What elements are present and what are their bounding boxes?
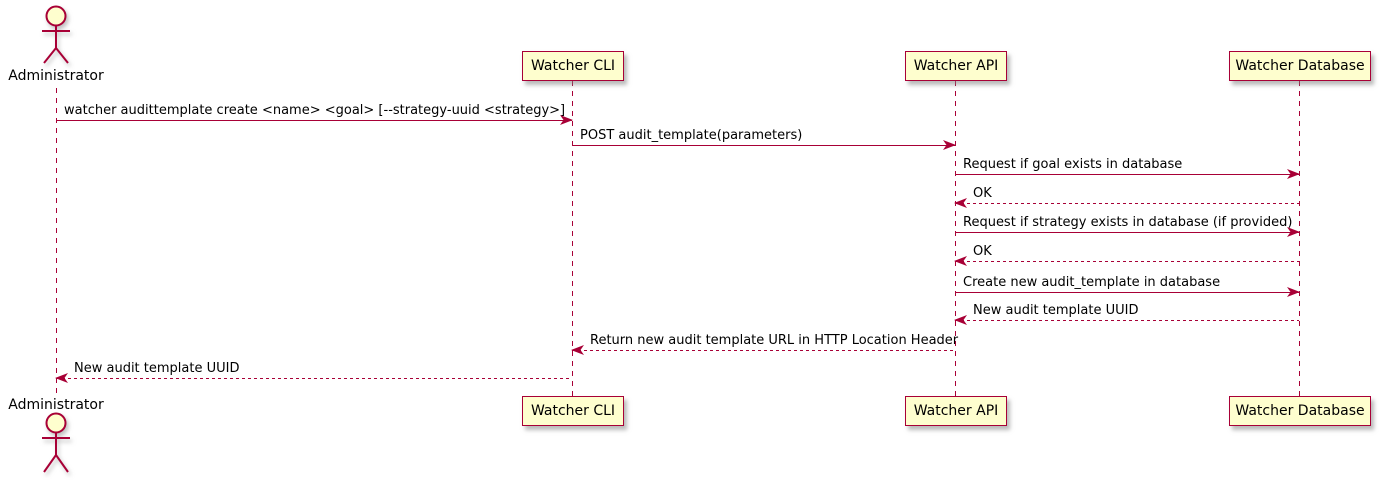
actor-icon xyxy=(42,412,70,473)
arrowhead-right-icon xyxy=(943,140,956,150)
participant-label: Watcher Database xyxy=(1235,58,1365,74)
actor-administrator-bottom: Administrator xyxy=(0,396,112,483)
arrowhead-left-icon xyxy=(954,315,967,325)
lifeline-watcher-database xyxy=(1299,81,1300,397)
participant-label: Watcher CLI xyxy=(530,58,616,74)
actor-label: Administrator xyxy=(8,397,104,413)
actor-label: Administrator xyxy=(8,68,104,84)
actor-administrator-top: Administrator xyxy=(0,0,112,88)
message-label: Create new audit_template in database xyxy=(963,275,1221,290)
message-1: watcher audittemplate create <name> <goa… xyxy=(56,101,573,125)
message-label: New audit template UUID xyxy=(973,303,1139,318)
message-line xyxy=(955,319,1299,321)
message-label: New audit template UUID xyxy=(74,361,240,376)
participant-watcher-cli-top: Watcher CLI xyxy=(522,51,624,81)
message-10: New audit template UUID xyxy=(55,359,572,383)
message-line xyxy=(955,291,1299,293)
message-label: watcher audittemplate create <name> <goa… xyxy=(64,103,566,118)
message-label: POST audit_template(parameters) xyxy=(580,128,803,143)
arrowhead-right-icon xyxy=(1287,287,1300,297)
message-3: Request if goal exists in database xyxy=(955,155,1300,179)
message-line xyxy=(56,377,572,379)
message-9: Return new audit template URL in HTTP Lo… xyxy=(571,331,959,355)
message-line xyxy=(572,349,955,351)
arrowhead-left-icon xyxy=(954,198,967,208)
participant-label: Watcher CLI xyxy=(530,403,616,419)
message-line xyxy=(572,144,955,146)
message-8: New audit template UUID xyxy=(954,301,1299,325)
lifeline-watcher-api xyxy=(955,81,956,397)
participant-label: Watcher Database xyxy=(1235,403,1365,419)
participant-watcher-cli-bottom: Watcher CLI xyxy=(522,396,624,426)
message-line xyxy=(955,202,1299,204)
lifeline-administrator xyxy=(56,88,57,397)
participant-label: Watcher API xyxy=(913,58,999,74)
arrowhead-right-icon xyxy=(1287,169,1300,179)
message-7: Create new audit_template in database xyxy=(955,273,1300,297)
participant-watcher-api-bottom: Watcher API xyxy=(905,396,1007,426)
participant-watcher-database-top: Watcher Database xyxy=(1229,51,1371,81)
message-label: OK xyxy=(973,186,992,201)
message-label: OK xyxy=(973,244,992,259)
message-label: Request if goal exists in database xyxy=(963,157,1183,172)
message-line xyxy=(955,260,1299,262)
message-6: OK xyxy=(954,242,1299,266)
message-label: Return new audit template URL in HTTP Lo… xyxy=(590,333,959,348)
lifeline-watcher-cli xyxy=(572,81,573,397)
participant-watcher-api-top: Watcher API xyxy=(905,51,1007,81)
arrowhead-left-icon xyxy=(571,345,584,355)
arrowhead-right-icon xyxy=(1287,227,1300,237)
actor-icon xyxy=(42,5,70,64)
message-2: POST audit_template(parameters) xyxy=(572,126,956,150)
message-4: OK xyxy=(954,184,1299,208)
message-line xyxy=(955,173,1299,175)
participant-watcher-database-bottom: Watcher Database xyxy=(1229,396,1371,426)
arrowhead-left-icon xyxy=(55,373,68,383)
arrowhead-right-icon xyxy=(560,115,573,125)
message-line xyxy=(955,231,1299,233)
participant-label: Watcher API xyxy=(913,403,999,419)
arrowhead-left-icon xyxy=(954,256,967,266)
message-label: Request if strategy exists in database (… xyxy=(963,215,1293,230)
message-line xyxy=(56,119,572,121)
message-5: Request if strategy exists in database (… xyxy=(955,213,1300,237)
